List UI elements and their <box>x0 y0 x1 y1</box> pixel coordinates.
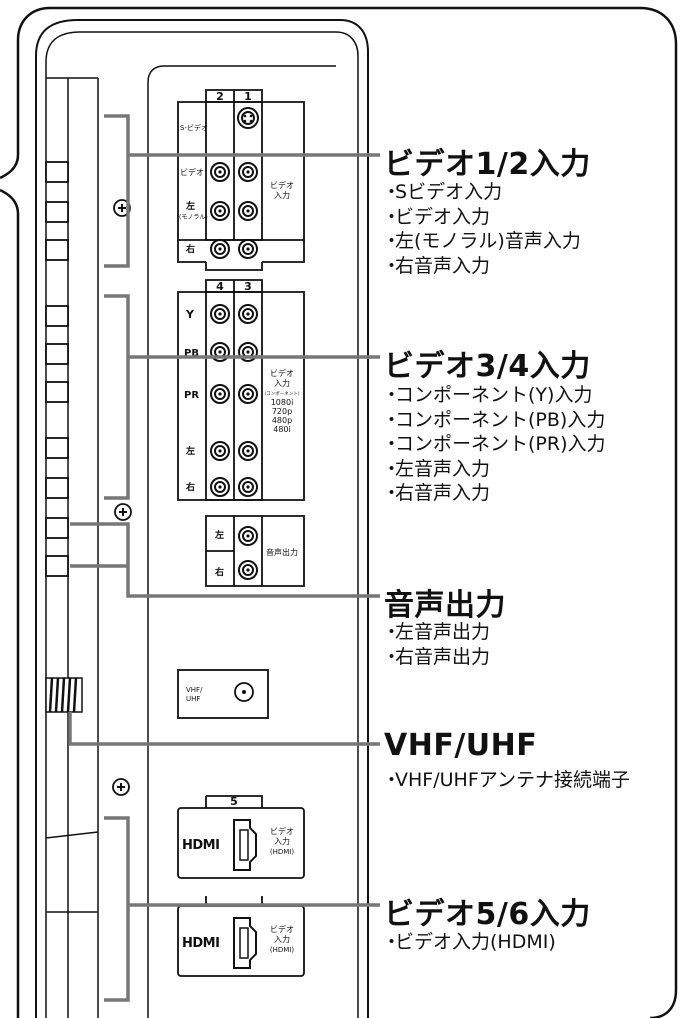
section-title-vhf-uhf: VHF/UHF <box>384 728 538 763</box>
group34-side-3: (コンポーネント) <box>264 390 299 397</box>
list-item: ビデオ入力 <box>390 205 581 230</box>
device-housing <box>35 19 369 1018</box>
group12-col-left: 2 <box>216 90 224 103</box>
group34-side-1: ビデオ <box>270 368 294 378</box>
section-list-audio-out: 左音声出力 右音声出力 <box>390 620 490 669</box>
callout-lines <box>68 114 380 1002</box>
outer-frame <box>0 6 678 1018</box>
list-item: 左(モノラル)音声入力 <box>390 229 581 254</box>
group34-row-left: 左 <box>185 445 195 457</box>
group12-row-left: 左 <box>185 200 195 212</box>
list-item: コンポーネント(PR)入力 <box>390 432 606 457</box>
group34-res-3: 480p <box>272 416 292 425</box>
group34-col-right: 3 <box>244 280 252 293</box>
svideo-jack <box>237 107 259 129</box>
hdmi6-logo: HDMI <box>182 936 219 951</box>
list-item: Sビデオ入力 <box>390 180 581 205</box>
group34-side-2: 入力 <box>274 378 290 388</box>
audio-out-right: 右 <box>214 566 224 578</box>
group12-side-2: 入力 <box>274 190 290 200</box>
list-item: 左音声入力 <box>390 457 606 482</box>
hdmi5-logo: HDMI <box>182 838 219 853</box>
audio-out-left: 左 <box>214 529 224 541</box>
group34-row-pb: PB <box>184 348 199 359</box>
hdmi5-number: 5 <box>230 795 238 808</box>
hdmi6-side-2: 入力 <box>274 934 290 944</box>
group12-side-1: ビデオ <box>270 180 294 190</box>
hdmi5-side-2: 入力 <box>274 836 290 846</box>
antenna-label-1: VHF/ <box>186 686 203 694</box>
group12-row-right: 右 <box>185 243 195 255</box>
audio-out-box <box>205 515 305 587</box>
list-item: 左音声出力 <box>390 620 490 645</box>
list-item: 右音声入力 <box>390 254 581 279</box>
list-item: ビデオ入力(HDMI) <box>390 930 556 955</box>
hdmi5-side-3: (HDMI) <box>270 848 294 856</box>
hdmi6-port <box>233 917 257 969</box>
group34-box <box>177 279 305 501</box>
section-list-video34: コンポーネント(Y)入力 コンポーネント(PB)入力 コンポーネント(PR)入力… <box>390 383 606 506</box>
group12-row-svideo: S-ビデオ <box>180 123 208 132</box>
group34-res-4: 480i <box>273 425 291 434</box>
section-title-video34: ビデオ3/4入力 <box>384 349 591 384</box>
group12-col-right: 1 <box>244 90 252 103</box>
antenna-box <box>177 669 269 719</box>
group12-row-left-sub: (モノラル) <box>179 214 208 221</box>
group12-row-video: ビデオ <box>180 167 204 177</box>
hdmi5-side-1: ビデオ <box>270 826 294 836</box>
group34-res-2: 720p <box>272 407 292 416</box>
section-list-video12: Sビデオ入力 ビデオ入力 左(モノラル)音声入力 右音声入力 <box>390 180 581 278</box>
list-item: 右音声出力 <box>390 645 490 670</box>
section-title-video12: ビデオ1/2入力 <box>384 147 591 182</box>
group34-row-right: 右 <box>185 481 195 493</box>
group34-col-left: 4 <box>216 280 224 293</box>
hdmi6-side-1: ビデオ <box>270 924 294 934</box>
hdmi5-box <box>177 795 305 879</box>
antenna-label-2: UHF <box>186 695 200 703</box>
section-title-video56: ビデオ5/6入力 <box>384 897 591 932</box>
list-item: コンポーネント(Y)入力 <box>390 383 606 408</box>
side-buttons <box>45 161 69 577</box>
list-item: コンポーネント(PB)入力 <box>390 408 606 433</box>
group34-row-y: Y <box>185 308 195 321</box>
hdmi6-side-3: (HDMI) <box>270 946 294 954</box>
group34-row-pr: PR <box>184 390 199 401</box>
section-list-vhf-uhf: VHF/UHFアンテナ接続端子 <box>390 768 630 793</box>
list-item: 右音声入力 <box>390 481 606 506</box>
section-title-audio-out: 音声出力 <box>384 588 506 623</box>
group34-res-1: 1080i <box>271 398 294 407</box>
hdmi5-port <box>233 819 257 871</box>
audio-out-side: 音声出力 <box>266 547 298 557</box>
section-list-video56: ビデオ入力(HDMI) <box>390 930 556 955</box>
knob <box>45 677 83 713</box>
list-item: VHF/UHFアンテナ接続端子 <box>390 768 630 793</box>
